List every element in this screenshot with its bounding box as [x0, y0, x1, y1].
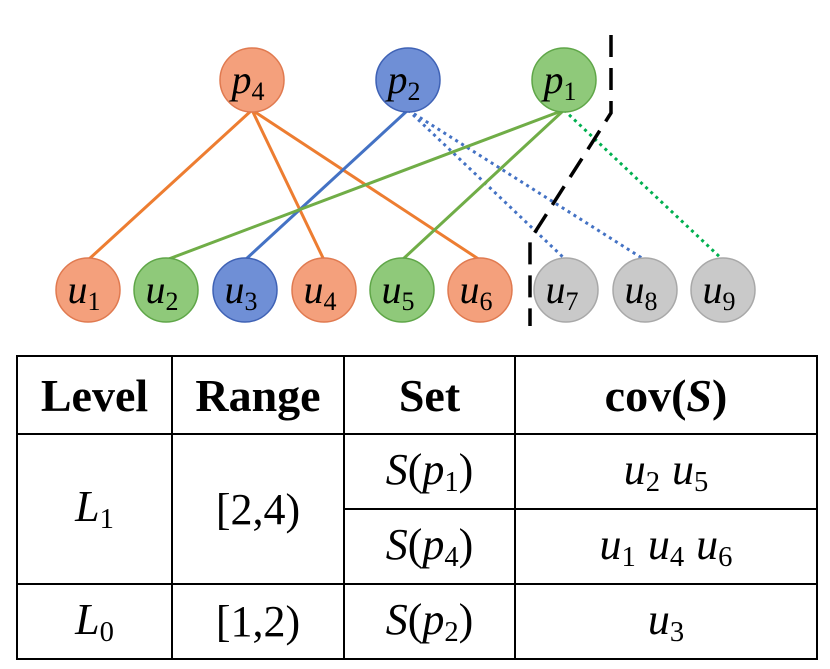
node-label: u2: [146, 267, 179, 316]
set-cell: S(p4): [343, 508, 516, 585]
node-label: p1: [541, 57, 577, 106]
edge-p4-u1: [86, 108, 254, 262]
node-label: u4: [304, 267, 337, 316]
node-circle: [133, 257, 199, 323]
node-u2: u2: [133, 257, 199, 323]
node-label: u3: [225, 267, 258, 316]
node-label: u1: [68, 267, 101, 316]
set-cell: S(p1): [343, 433, 516, 510]
bipartite-graph: p4 p2 p1 u1 u2 u3 u4 u5 u6 u7 u8 u9: [55, 35, 756, 326]
node-circle: [690, 257, 756, 323]
edge-p2-u3: [243, 108, 410, 262]
level-cell: L1: [16, 433, 173, 585]
node-label: p4: [229, 57, 265, 106]
node-label: u8: [625, 267, 658, 316]
node-u6: u6: [447, 257, 513, 323]
node-u1: u1: [55, 257, 121, 323]
node-label: p2: [385, 57, 421, 106]
node-circle: [219, 47, 285, 113]
range-cell: [2,4): [171, 433, 345, 585]
node-u7: u7: [533, 257, 599, 323]
node-p2: p2: [375, 47, 441, 113]
node-circle: [531, 47, 597, 113]
node-circle: [612, 257, 678, 323]
node-circle: [212, 257, 278, 323]
header-set: Set: [343, 355, 516, 435]
table-row: L0 [1,2) S(p2) u3: [16, 583, 818, 660]
node-p1: p1: [531, 47, 597, 113]
edge-p2-u8: [407, 108, 646, 262]
node-circle: [375, 47, 441, 113]
nodes-layer: p4 p2 p1 u1 u2 u3 u4 u5 u6 u7 u8 u9: [55, 47, 756, 323]
node-circle: [291, 257, 357, 323]
node-label: u6: [460, 267, 493, 316]
edge-p1-u9: [562, 108, 725, 262]
header-row: Level Range Set cov(S): [16, 355, 818, 435]
node-circle: [55, 257, 121, 323]
partition-divider: [528, 35, 613, 326]
cov-cell: u3: [514, 583, 818, 660]
node-circle: [369, 257, 435, 323]
node-p4: p4: [219, 47, 285, 113]
node-u4: u4: [291, 257, 357, 323]
edge-p4-u4: [250, 109, 326, 261]
header-level: Level: [16, 355, 173, 435]
node-label: u7: [546, 267, 579, 316]
set-cell: S(p2): [343, 583, 516, 660]
node-u8: u8: [612, 257, 678, 323]
header-range: Range: [171, 355, 345, 435]
edge-p2-u7: [406, 108, 568, 262]
node-circle: [533, 257, 599, 323]
edge-p1-u5: [400, 108, 566, 262]
node-label: u5: [382, 267, 415, 316]
level-cell: L0: [16, 583, 173, 660]
node-circle: [447, 257, 513, 323]
node-u3: u3: [212, 257, 278, 323]
edge-p1-u2: [165, 108, 565, 262]
header-cov: cov(S): [514, 355, 818, 435]
coverage-table: Level Range Set cov(S) L1 [2,4) S(p1) u2…: [16, 355, 818, 660]
node-u5: u5: [369, 257, 435, 323]
node-label: u9: [703, 267, 736, 316]
range-cell: [1,2): [171, 583, 345, 660]
node-u9: u9: [690, 257, 756, 323]
edges-layer: [86, 108, 725, 262]
